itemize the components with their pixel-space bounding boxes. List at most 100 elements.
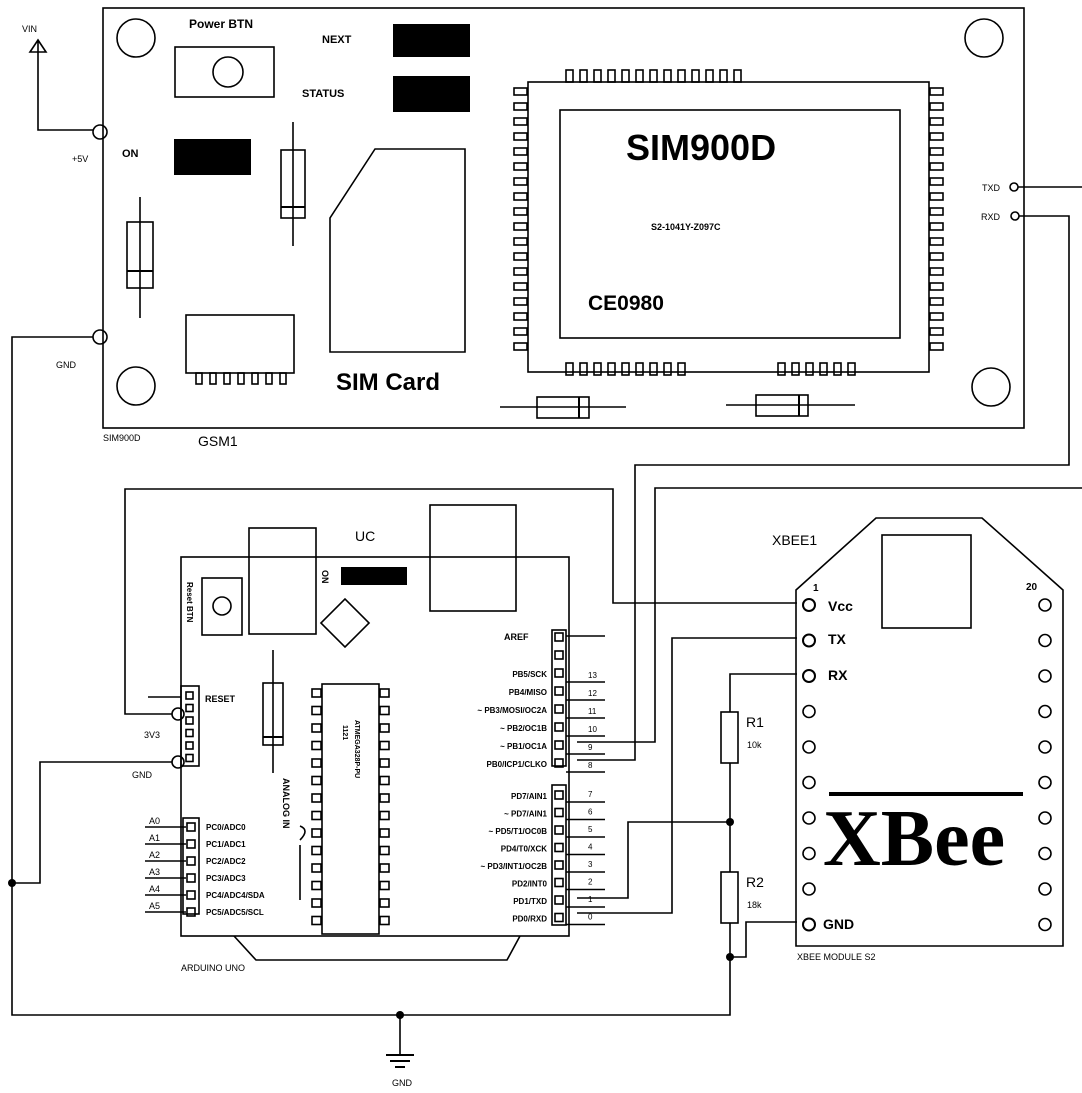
next-led	[393, 24, 470, 57]
mcu-pin	[311, 793, 322, 803]
chip-pin	[607, 362, 616, 376]
wire-gsm-gnd	[11, 336, 731, 1016]
pin-gnd	[171, 755, 185, 769]
header-pin	[554, 722, 564, 732]
xbee-gnd-label: GND	[823, 916, 854, 932]
junction-dot	[726, 818, 734, 826]
chip-pin	[663, 69, 672, 83]
chip-pin	[929, 252, 944, 261]
chip-pin	[677, 69, 686, 83]
junction-dot	[726, 953, 734, 961]
chip-pin	[705, 69, 714, 83]
mcu-code: 1121	[341, 725, 348, 740]
chip-pin	[621, 362, 630, 376]
header-pin	[554, 912, 564, 923]
sim900d-chip-outer	[527, 81, 930, 373]
portd-pin-number: 3	[588, 860, 593, 869]
ground-icon	[386, 1054, 414, 1068]
xbee-pin	[802, 704, 816, 719]
sim-card-slot	[329, 148, 466, 353]
xbee-pin	[802, 846, 816, 861]
xbee-pin	[1038, 669, 1052, 683]
analog-pin-label: PC3/ADC3	[206, 874, 246, 883]
gsm-gnd-label: GND	[56, 360, 77, 370]
portd-pin-number: 6	[588, 808, 593, 817]
chip-pin	[929, 282, 944, 291]
header-pin	[185, 691, 194, 700]
header-pin	[186, 890, 196, 900]
analog-pin-label: PC0/ADC0	[206, 823, 246, 832]
chip-pin	[929, 312, 944, 321]
mcu-pins	[311, 688, 390, 926]
xbee-pin	[1038, 775, 1052, 790]
xbee-pin20: 20	[1026, 582, 1038, 593]
header-pin	[186, 822, 196, 832]
chip-pin	[565, 69, 574, 83]
reset-btn-label: Reset BTN	[185, 582, 194, 623]
xbee-antenna	[881, 534, 972, 629]
mcu-pin	[379, 915, 390, 926]
chip-pin	[929, 222, 944, 231]
mcu-pin	[311, 688, 322, 698]
analog-label: A4	[149, 884, 160, 894]
portd-pin-label: PD1/TXD	[513, 897, 547, 906]
portd-pin-label: ~ PD3/INT1/OC2B	[481, 862, 548, 871]
xbee-rx-label: RX	[828, 667, 848, 683]
portb-pin-number: 13	[588, 671, 597, 680]
chip-pin	[929, 192, 944, 201]
arduino-name: ARDUINO UNO	[181, 963, 245, 973]
portd-pin-label: PD4/T0/XCK	[501, 845, 547, 854]
mcu-pin	[311, 863, 322, 873]
chip-pin	[513, 327, 528, 336]
chip-pin	[929, 132, 944, 141]
chip-pin	[929, 102, 944, 111]
xbee-pin	[802, 669, 816, 683]
mcu-pin	[311, 898, 322, 908]
plus5v-label: +5V	[72, 154, 88, 164]
mcu-pin	[379, 828, 390, 838]
chip-pin	[929, 162, 944, 171]
xbee-pin	[802, 775, 816, 790]
wire-tx-pd0	[577, 637, 797, 914]
gsm-connector-pins	[195, 372, 287, 385]
analog-in-label: ANALOG IN	[281, 778, 291, 829]
xbee-pin	[1038, 917, 1052, 932]
power-button-knob	[212, 56, 244, 88]
chip-pin	[805, 362, 814, 376]
mcu-pin	[379, 863, 390, 873]
xbee-pin	[1038, 811, 1052, 825]
mcu-pin	[379, 898, 390, 908]
arduino-on-led	[341, 567, 407, 585]
arduino-on-label: ON	[320, 570, 330, 584]
analog-pin-label: PC2/ADC2	[206, 857, 246, 866]
header-pin	[554, 650, 564, 660]
chip-pin	[593, 69, 602, 83]
wire-pin9	[577, 487, 1082, 743]
reset-button	[201, 577, 243, 636]
portd-pin-label: ~ PD5/T1/OC0B	[489, 827, 548, 836]
xbee-tx-label: TX	[828, 631, 847, 647]
header-pin	[554, 790, 564, 800]
portd-pin-number: 0	[588, 913, 593, 922]
junction-dot	[8, 879, 16, 887]
xbee-logo: XBee	[823, 795, 1005, 883]
status-label: STATUS	[302, 88, 344, 100]
analog-label: A5	[149, 901, 160, 911]
chip-pin	[663, 362, 672, 376]
chip-pin	[621, 69, 630, 83]
power-button	[174, 46, 275, 98]
header-pin	[554, 686, 564, 696]
chip-pin	[513, 282, 528, 291]
diode-horizontal	[500, 396, 626, 419]
header-pin	[186, 873, 196, 883]
r2-value: 18k	[747, 900, 762, 910]
wire-rxd-pin8	[577, 215, 1070, 761]
chip-pin	[847, 362, 856, 376]
gsm-connector	[185, 314, 295, 374]
analog-bracket	[299, 825, 306, 900]
portd-pin-number: 4	[588, 843, 593, 852]
pin-3v3	[171, 707, 185, 721]
mount-hole	[971, 367, 1011, 407]
mcu-pin	[379, 775, 390, 786]
